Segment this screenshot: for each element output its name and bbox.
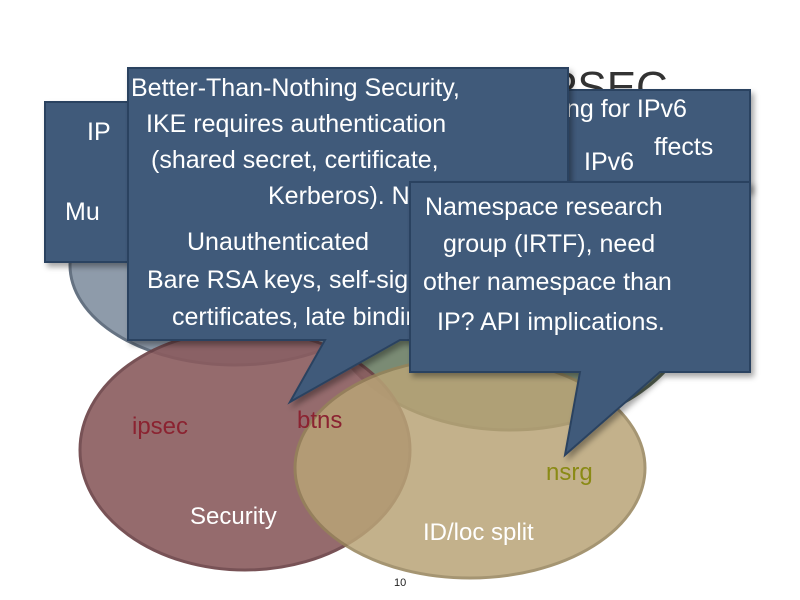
venn-label-security: Security <box>190 503 277 530</box>
callout-btns-line-3: (shared secret, certificate, <box>151 146 439 174</box>
callout-behind-right-line-1: ng for IPv6 <box>566 95 687 123</box>
callout-btns-line-7: certificates, late binding <box>172 303 433 331</box>
callout-nsrg-shape <box>409 181 751 458</box>
venn-label-ipsec: ipsec <box>132 413 188 440</box>
venn-label-nsrg: nsrg <box>546 459 593 486</box>
callout-behind-left-line-4: Mu <box>65 198 100 226</box>
venn-label-btns: btns <box>297 407 342 434</box>
callout-behind-right-line-2: ffects <box>654 133 713 161</box>
callout-behind-right-line-3: IPv6 <box>584 148 634 176</box>
callout-nsrg-line-2: group (IRTF), need <box>443 230 655 258</box>
callout-btns-line-5: Unauthenticated <box>187 228 369 256</box>
callout-btns-line-6: Bare RSA keys, self-signed <box>147 266 450 294</box>
page-number: 10 <box>394 577 406 589</box>
callout-btns-line-1: Better-Than-Nothing Security, <box>131 74 460 102</box>
callout-btns-line-2: IKE requires authentication <box>146 110 446 138</box>
callout-nsrg-line-1: Namespace research <box>425 193 663 221</box>
callout-nsrg-line-4: IP? API implications. <box>437 308 665 336</box>
callout-nsrg-line-3: other namespace than <box>423 268 672 296</box>
callout-nsrg: Namespace research group (IRTF), need ot… <box>409 181 751 458</box>
venn-label-idloc: ID/loc split <box>423 519 534 546</box>
callout-behind-left-line-1: IP <box>87 118 111 146</box>
